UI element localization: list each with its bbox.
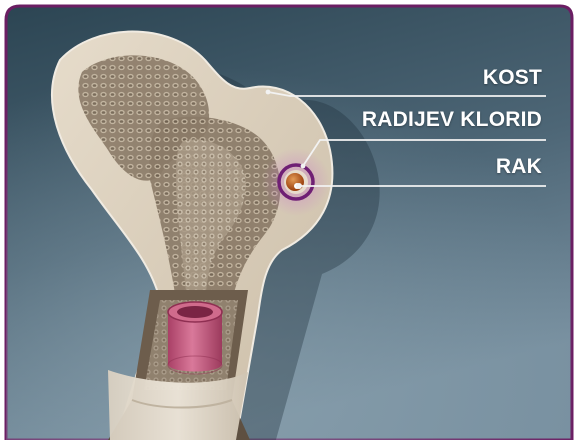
label-bone: KOST <box>483 66 542 90</box>
tumor-marker <box>262 148 330 216</box>
blood-vessel <box>168 302 222 374</box>
label-cancer: RAK <box>496 155 542 179</box>
label-radium-chloride: RADIJEV KLORID <box>362 108 542 132</box>
